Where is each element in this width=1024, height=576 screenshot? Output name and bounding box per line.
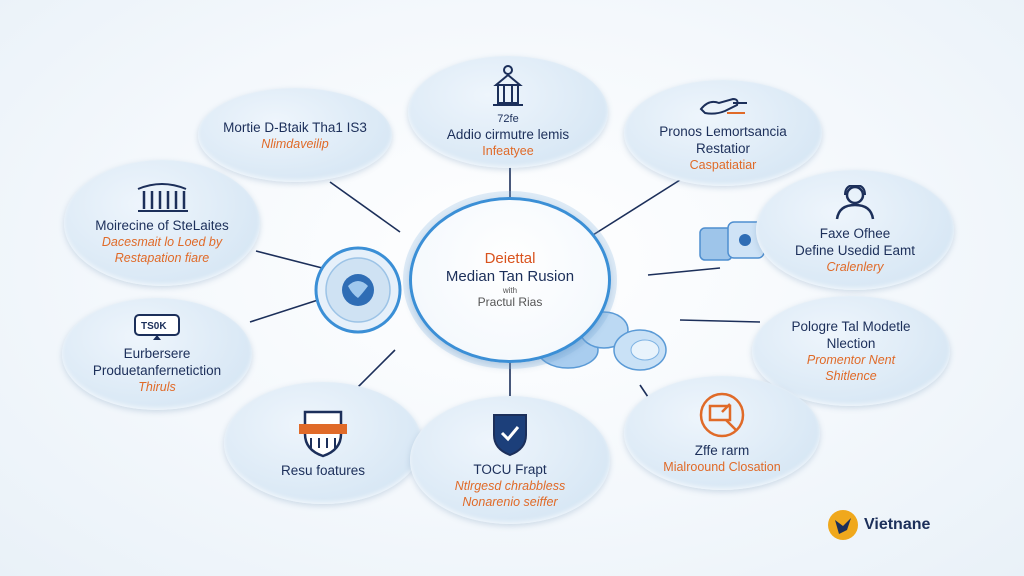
monument-icon (493, 65, 523, 106)
node-right-lower[interactable]: Pologre Tal Modetle Nlection Promentor N… (752, 296, 950, 406)
globe-icon (314, 246, 402, 334)
shield-icon (299, 410, 347, 457)
center-caption: Practul Rias (477, 295, 543, 309)
node-top[interactable]: 72fe Addio cirmutre lemis Infeatyee (408, 56, 608, 168)
shield-check-icon (493, 413, 527, 456)
node-top-subtitle: Infeatyee (482, 144, 534, 158)
node-top-right-title: Pronos Lemortsancia (659, 124, 787, 139)
node-right-lower-title: Pologre Tal Modetle (791, 319, 911, 334)
node-bottom-right-title: Zffe rarm (694, 442, 750, 458)
node-left-upper[interactable]: Moirecine of SteLaites Dacesmait lo Loed… (64, 160, 260, 286)
node-bottom-title: TOCU Frapt (473, 461, 547, 477)
node-bottom-subtitle2: Nonarenio seiffer (462, 494, 558, 509)
svg-text:TS0K: TS0K (141, 321, 167, 332)
node-bottom-subtitle: Ntlrgesd chrabbless (454, 478, 566, 493)
node-top-right[interactable]: Pronos Lemortsancia Restatior Caspatiati… (624, 80, 822, 186)
node-top-left-title: Mortie D-Btaik Tha1 IS3 (223, 119, 367, 135)
node-bottom-left[interactable]: Resu foatures (224, 382, 422, 504)
brand-name: Vietnane (864, 516, 931, 533)
node-right-upper[interactable]: Faxe Ofhee Define Usedid Eamt Cralenlery (756, 170, 954, 290)
node-bottom[interactable]: TOCU Frapt Ntlrgesd chrabbless Nonarenio… (410, 396, 610, 524)
building-icon (137, 182, 188, 212)
node-left-lower[interactable]: TS0K Eurbersere Produetanfernetiction Th… (62, 298, 252, 410)
node-left-lower-title2: Produetanfernetiction (92, 363, 222, 378)
node-left-upper-subtitle: Dacesmait lo Loed by (101, 234, 223, 249)
node-top-right-subtitle: Caspatiatiar (689, 158, 757, 172)
node-top-title: Addio cirmutre lemis (446, 127, 570, 142)
hand-icon (699, 97, 747, 115)
node-right-upper-title2: Define Usedid Eamt (794, 243, 916, 258)
node-top-code: 72fe (497, 113, 519, 125)
badge-icon: TS0K (134, 314, 180, 340)
center-node[interactable]: Deiettal Median Tan Rusion with Practul … (409, 197, 611, 363)
center-subtitle: Median Tan Rusion (445, 268, 575, 285)
cube-icon (699, 221, 765, 261)
node-top-right-title2: Restatior (695, 141, 751, 156)
node-left-upper-subtitle2: Restapation fiare (114, 250, 210, 265)
node-top-left-subtitle: Nlimdaveilip (261, 136, 329, 151)
center-title: Deiettal (484, 250, 536, 267)
support-icon (835, 185, 875, 220)
node-bottom-right-subtitle: Mialroound Closation (663, 459, 781, 474)
node-left-lower-title: Eurbersere (123, 346, 191, 361)
node-right-upper-subtitle: Cralenlery (826, 260, 884, 274)
node-left-upper-title: Moirecine of SteLaites (95, 217, 229, 233)
node-bottom-right[interactable]: Zffe rarm Mialroound Closation (624, 376, 820, 490)
brand-logo: Vietnane (826, 508, 930, 542)
node-right-upper-title: Faxe Ofhee (819, 226, 891, 241)
sphere-cluster-icon (537, 311, 667, 371)
center-connector-text: with (502, 286, 518, 295)
node-right-lower-subtitle2: Shitlence (825, 369, 877, 383)
node-right-lower-subtitle: Promentor Nent (806, 353, 896, 367)
node-top-left[interactable]: Mortie D-Btaik Tha1 IS3 Nlimdaveilip (198, 88, 392, 182)
tools-icon (699, 392, 745, 437)
node-right-lower-title2: Nlection (826, 336, 876, 351)
node-left-lower-subtitle: Thiruls (138, 380, 176, 394)
node-bottom-left-title: Resu foatures (280, 462, 366, 478)
brand-logo-icon (828, 510, 858, 540)
